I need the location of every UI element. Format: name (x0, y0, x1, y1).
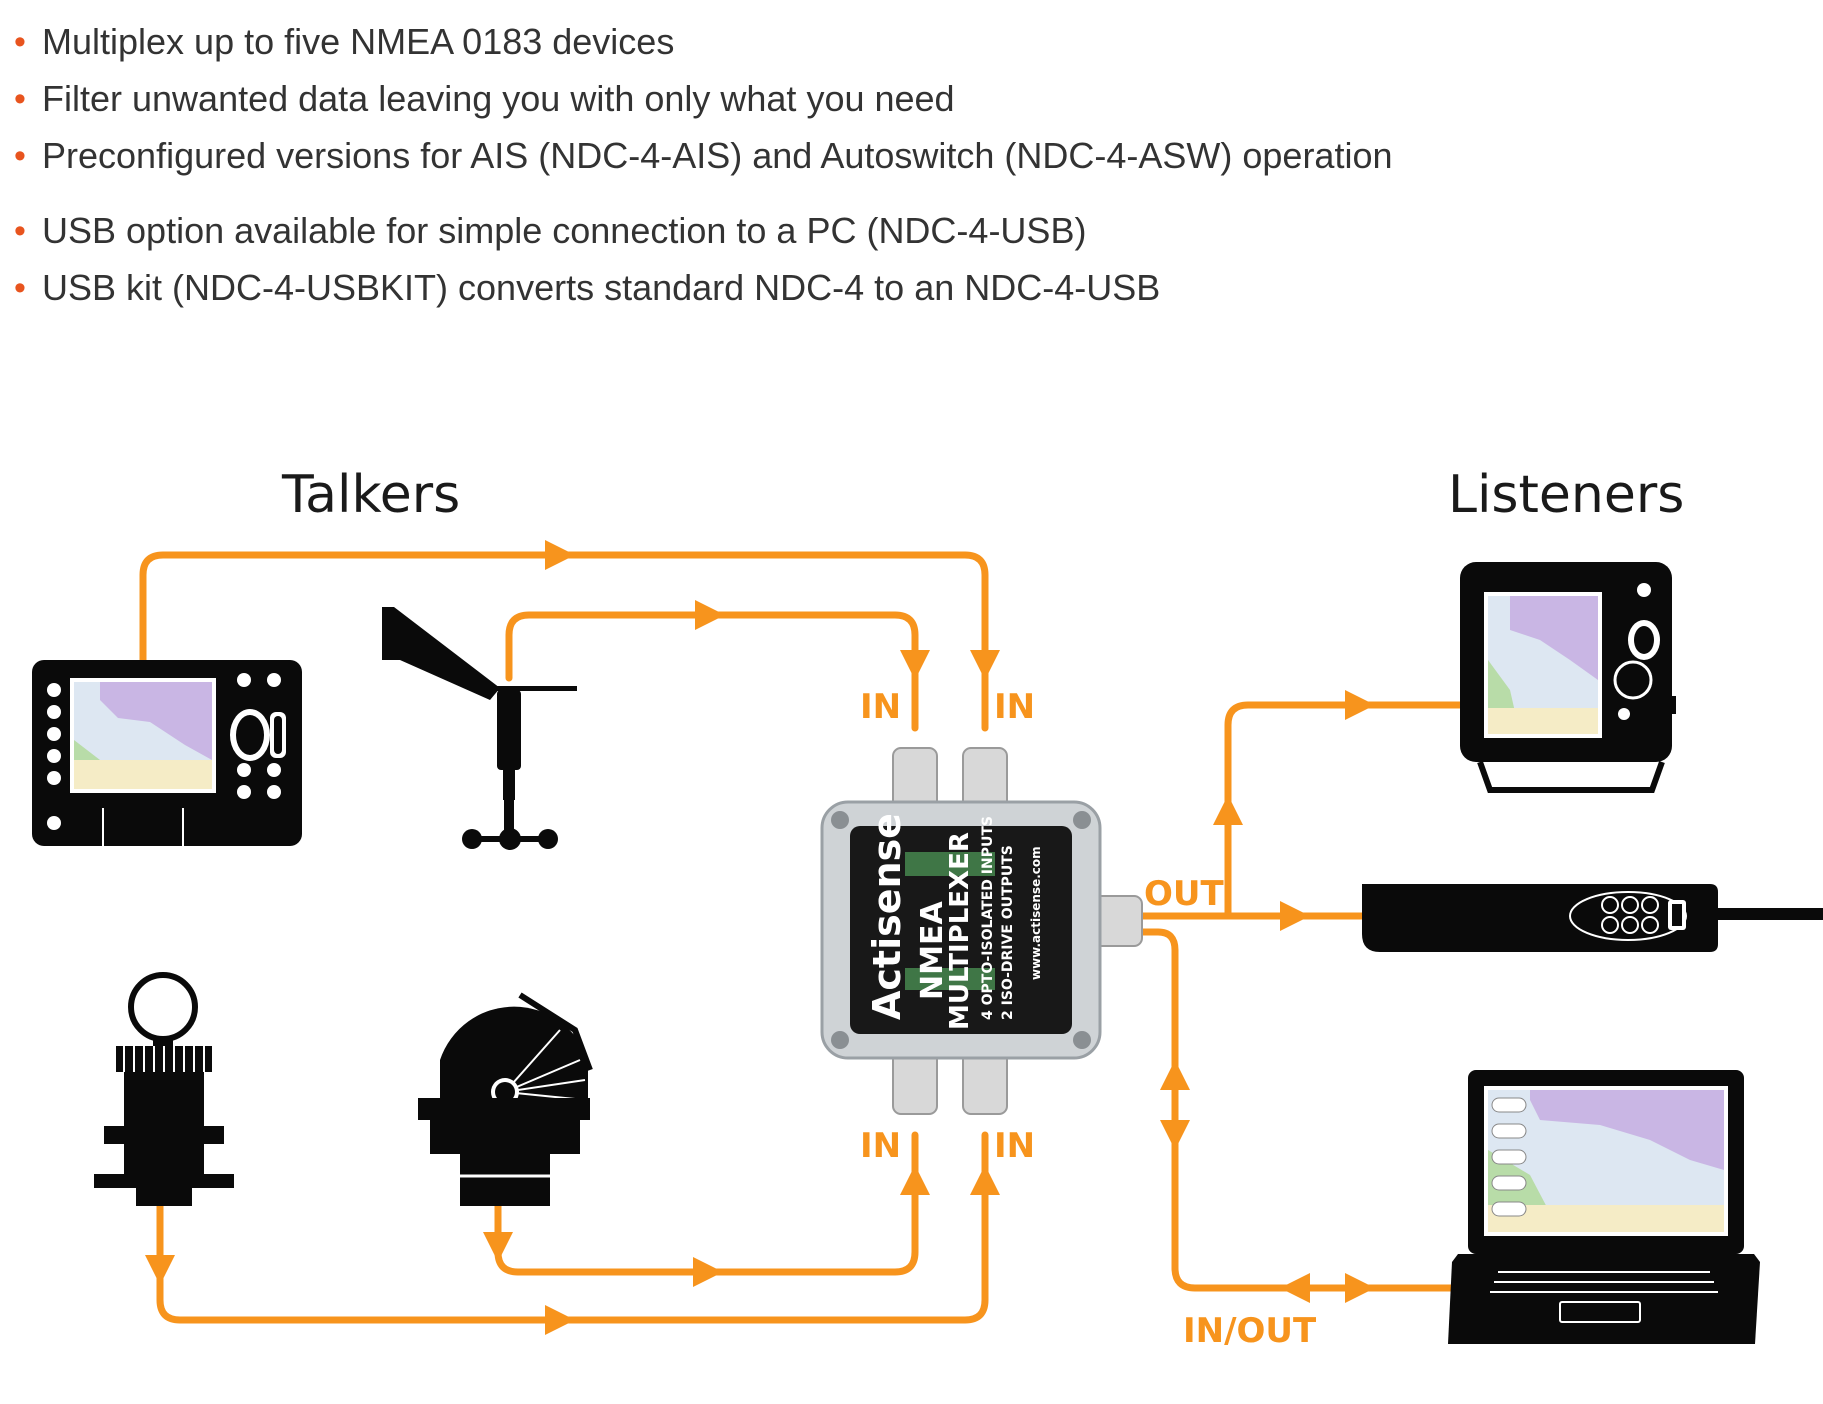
bullet-icon: • (14, 137, 26, 175)
feature-text: Filter unwanted data leaving you with on… (42, 78, 955, 119)
arrow-right (545, 540, 575, 570)
device-brand: Actisense (865, 813, 909, 1020)
wire-windvane-in (505, 611, 919, 732)
listeners-heading: Listeners (1448, 465, 1684, 525)
feature-text: USB option available for simple connecti… (42, 210, 1087, 251)
multiplexer-device: Actisense NMEA MULTIPLEXER 4 OPTO-ISOLAT… (820, 747, 1143, 1115)
chartplotter-icon (32, 660, 302, 846)
wire-compass-in (494, 1131, 919, 1276)
compass-icon (418, 992, 593, 1206)
label-in-out: IN/OUT (1183, 1311, 1317, 1351)
bullet-icon: • (14, 80, 26, 118)
arrow-down (970, 650, 1000, 680)
label-in-top-left: IN (860, 687, 901, 727)
depth-transducer-icon (94, 972, 234, 1206)
feature-list: •Multiplex up to five NMEA 0183 devices … (14, 20, 1393, 310)
label-in-bottom-left: IN (860, 1126, 901, 1166)
label-out: OUT (1144, 874, 1225, 914)
arrow-up (970, 1165, 1000, 1195)
feature-item: • Multiplex up to five NMEA 0183 devices (14, 20, 1393, 64)
feature-item: • Filter unwanted data leaving you with o… (14, 77, 1393, 121)
connection-wires (139, 551, 1469, 1324)
device-url: www.actisense.com (1029, 846, 1043, 980)
bullet-icon: • (14, 269, 26, 307)
flow-arrows (145, 540, 1375, 1335)
arrow-down (1160, 1120, 1190, 1150)
arrow-right (545, 1305, 575, 1335)
arrow-down (900, 650, 930, 680)
feature-item: • USB option available for simple connect… (14, 209, 1393, 253)
arrow-right (1280, 901, 1310, 931)
arrow-right (693, 1257, 723, 1287)
feature-item: • USB kit (NDC-4-USBKIT) converts standar… (14, 266, 1393, 310)
wire-out-plotter (1224, 701, 1464, 920)
wire-inout-laptop (1136, 928, 1469, 1292)
arrow-right (1345, 1273, 1375, 1303)
label-in-bottom-right: IN (994, 1126, 1035, 1166)
cable-gland (892, 747, 1143, 1115)
arrow-down (145, 1255, 175, 1285)
arrow-down (483, 1232, 513, 1262)
feature-text: Multiplex up to five NMEA 0183 devices (42, 21, 675, 62)
feature-item: • Preconfigured versions for AIS (NDC-4-A… (14, 134, 1393, 178)
bullet-icon: • (14, 23, 26, 61)
device-spec-line1: 4 OPTO-ISOLATED INPUTS (980, 816, 996, 1020)
wind-vane-icon (382, 607, 577, 850)
device-title-line2: MULTIPLEXER (945, 832, 975, 1030)
chartplotter-icon (1460, 562, 1676, 793)
talkers-heading: Talkers (281, 465, 460, 525)
arrow-up (1213, 795, 1243, 825)
device-spec-line2: 2 ISO-DRIVE OUTPUTS (1000, 845, 1016, 1020)
arrow-right (1345, 690, 1375, 720)
arrow-up (900, 1165, 930, 1195)
vhf-handset-icon (1362, 884, 1823, 952)
feature-text: USB kit (NDC-4-USBKIT) converts standard… (42, 267, 1161, 308)
laptop-icon (1448, 1070, 1760, 1344)
arrow-right (695, 600, 725, 630)
feature-text: Preconfigured versions for AIS (NDC-4-AI… (42, 135, 1393, 176)
label-in-top-right: IN (994, 687, 1035, 727)
device-title-line1: NMEA (915, 901, 950, 1000)
arrow-up (1160, 1060, 1190, 1090)
bullet-icon: • (14, 212, 26, 250)
arrow-left (1280, 1273, 1310, 1303)
